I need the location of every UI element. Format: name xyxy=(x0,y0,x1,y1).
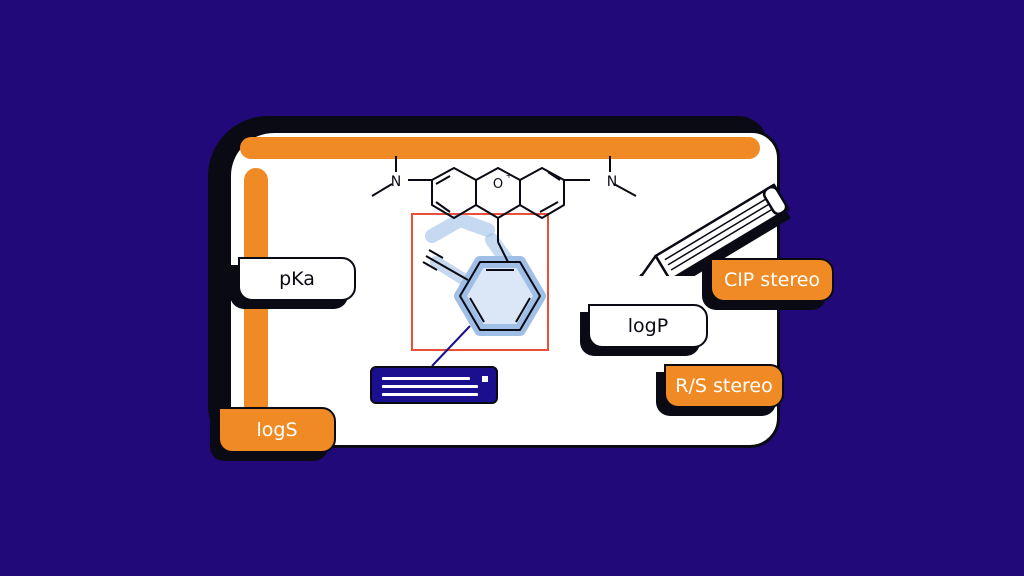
callout-line xyxy=(382,377,470,380)
selection-highlight xyxy=(425,213,546,336)
rs-stereo-tag: R/S stereo xyxy=(656,364,784,416)
logs-tag: logS xyxy=(210,407,336,461)
oxonium-label: O xyxy=(493,177,503,192)
logp-tag: logP xyxy=(580,304,708,356)
callout-line xyxy=(382,385,478,388)
pencil-icon xyxy=(634,183,791,276)
pka-label: pKa xyxy=(238,257,356,301)
right-amine-label: N xyxy=(607,174,617,190)
logp-label: logP xyxy=(588,304,708,348)
pka-tag: pKa xyxy=(230,257,356,309)
oxonium-charge: + xyxy=(506,171,513,180)
callout-line xyxy=(382,393,478,396)
cip-stereo-tag: CIP stereo xyxy=(702,258,834,310)
selection-box xyxy=(411,213,549,351)
logs-label: logS xyxy=(218,407,336,453)
card-top-stripe xyxy=(240,137,760,159)
rs-stereo-label: R/S stereo xyxy=(664,364,784,408)
callout-dot xyxy=(482,376,488,382)
callout-connector xyxy=(431,325,471,367)
text-callout-icon xyxy=(370,366,498,404)
cip-stereo-label: CIP stereo xyxy=(710,258,834,302)
left-amine-label: N xyxy=(391,174,401,190)
